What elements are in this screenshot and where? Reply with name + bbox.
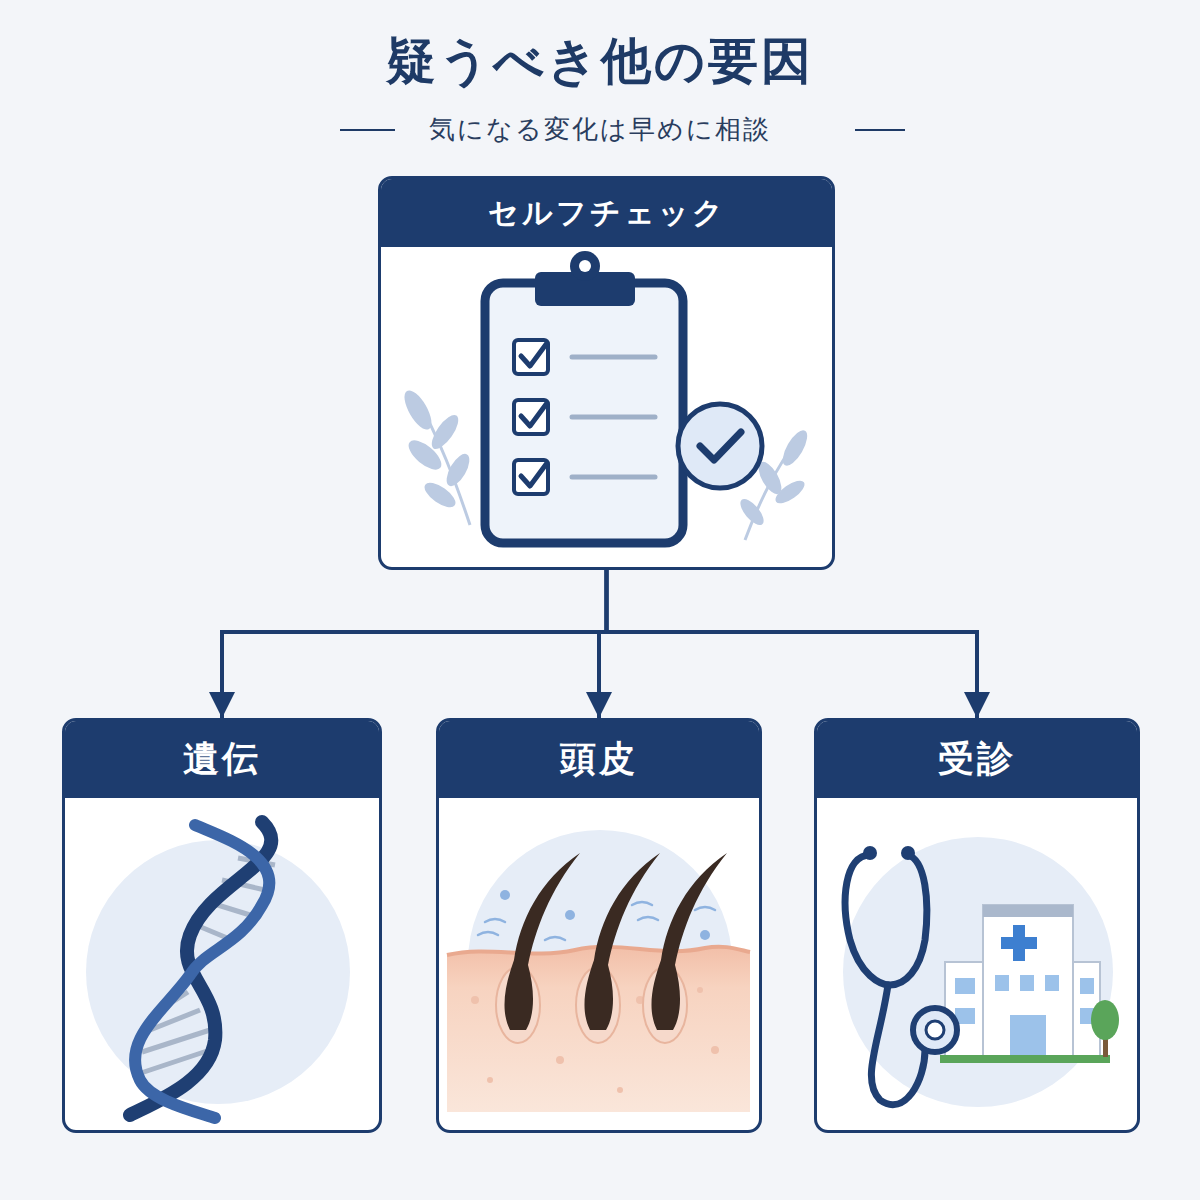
subtitle-rule-part — [855, 129, 905, 131]
category-box: 頭皮 — [436, 718, 762, 1133]
diagram-title: 疑うべき他の要因 — [0, 28, 1200, 95]
flow-connector — [222, 570, 607, 718]
category-box: 遺伝 — [62, 718, 382, 1133]
category-box: 受診 — [814, 718, 1140, 1133]
subtitle-rule-part — [340, 129, 395, 131]
box-heading: セルフチェック — [381, 179, 832, 247]
flow-connector — [599, 570, 607, 718]
category-box: セルフチェック — [378, 176, 835, 570]
flow-connector — [607, 570, 978, 718]
box-heading: 遺伝 — [65, 721, 379, 798]
box-heading: 頭皮 — [439, 721, 759, 798]
subtitle: 気になる変化は早めに相談 — [0, 112, 1200, 147]
box-heading: 受診 — [817, 721, 1137, 798]
